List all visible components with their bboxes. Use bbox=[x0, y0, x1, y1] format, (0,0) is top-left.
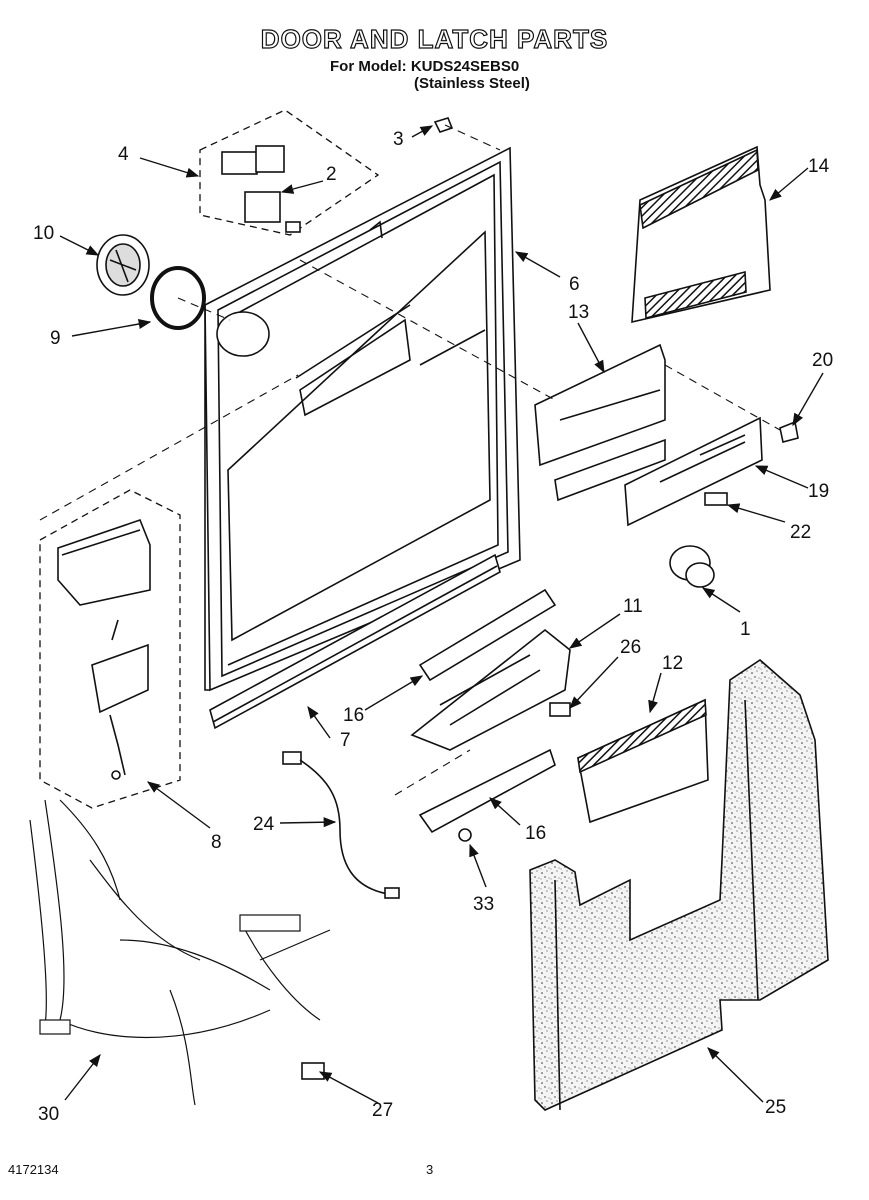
leader-arrows bbox=[59, 125, 824, 1104]
callout-7: 7 bbox=[340, 730, 351, 751]
callout-22: 22 bbox=[790, 522, 811, 543]
callout-14: 14 bbox=[808, 156, 830, 177]
handle-trim-lower bbox=[418, 748, 556, 834]
callout-26: 26 bbox=[620, 637, 641, 658]
finish-line: (Stainless Steel) bbox=[414, 75, 530, 92]
callout-9: 9 bbox=[50, 328, 61, 349]
callout-4: 4 bbox=[118, 144, 129, 165]
callout-30: 30 bbox=[38, 1104, 59, 1125]
stripe-panel bbox=[577, 698, 709, 824]
door-panel-sheet bbox=[631, 145, 771, 324]
control-knob bbox=[669, 545, 715, 588]
control-console bbox=[624, 416, 763, 527]
callout-8: 8 bbox=[211, 832, 222, 853]
control-bracket bbox=[534, 343, 666, 502]
callout-25: 25 bbox=[765, 1097, 786, 1118]
screw-33 bbox=[458, 828, 472, 842]
alignment-lines bbox=[39, 124, 781, 796]
wire-24 bbox=[282, 751, 400, 899]
page-number: 3 bbox=[426, 1162, 434, 1177]
callout-33: 33 bbox=[473, 894, 494, 915]
callout-16-lower: 16 bbox=[525, 823, 546, 844]
latch-assembly bbox=[199, 109, 380, 236]
screw-20 bbox=[779, 420, 799, 443]
callout-3: 3 bbox=[393, 129, 404, 150]
vent-cover bbox=[96, 234, 150, 296]
connector-27 bbox=[301, 1062, 325, 1080]
model-subtitle: For Model: KUDS24SEBS0 (Stainless Steel) bbox=[330, 58, 530, 92]
callout-20: 20 bbox=[812, 350, 833, 371]
bottom-trim-strip bbox=[209, 553, 501, 730]
callout-12: 12 bbox=[662, 653, 683, 674]
wire-harness bbox=[29, 799, 331, 1106]
vent-gasket bbox=[150, 266, 206, 330]
console-button bbox=[704, 492, 728, 506]
callout-19: 19 bbox=[808, 481, 829, 502]
callout-24: 24 bbox=[253, 814, 275, 835]
dispenser-assembly bbox=[39, 489, 181, 809]
screw-3 bbox=[433, 117, 454, 133]
callout-16-upper: 16 bbox=[343, 705, 364, 726]
clip-26 bbox=[549, 702, 571, 717]
callout-10: 10 bbox=[33, 223, 54, 244]
callout-27: 27 bbox=[372, 1100, 393, 1121]
callout-11: 11 bbox=[623, 596, 643, 617]
door-handle-assembly bbox=[410, 588, 571, 751]
door-insulation bbox=[529, 658, 829, 1111]
callout-13: 13 bbox=[568, 302, 589, 323]
inner-door-panel bbox=[204, 146, 521, 692]
model-line: For Model: KUDS24SEBS0 bbox=[330, 58, 520, 75]
callout-1: 1 bbox=[740, 619, 751, 640]
document-number: 4172134 bbox=[8, 1162, 59, 1177]
callout-2: 2 bbox=[326, 164, 337, 185]
diagram-title: DOOR AND LATCH PARTS bbox=[260, 23, 609, 54]
callout-6: 6 bbox=[569, 274, 580, 295]
